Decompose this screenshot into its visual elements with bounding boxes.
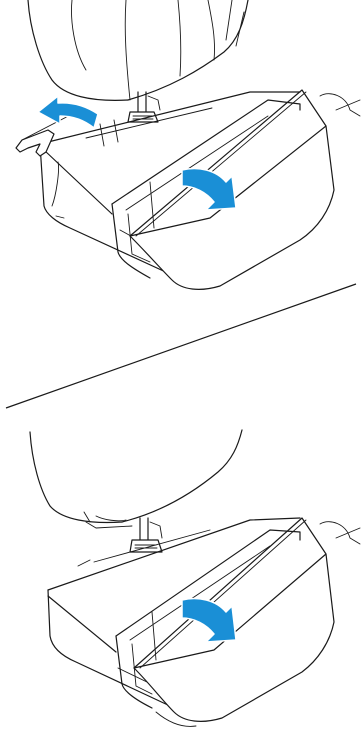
lift-arrow-icon bbox=[37, 95, 99, 129]
open-arrow-icon bbox=[181, 167, 237, 211]
open-arrow-bottom-icon bbox=[181, 597, 237, 643]
panel-separator bbox=[5, 283, 357, 409]
machine-bed-top bbox=[39, 91, 301, 279]
machine-head-bottom bbox=[29, 429, 243, 529]
presser-foot-top bbox=[127, 91, 161, 123]
accessory-lid-bottom bbox=[133, 517, 361, 722]
accessory-lid-top bbox=[129, 89, 361, 290]
bottom-panel bbox=[29, 429, 361, 727]
top-panel bbox=[15, 0, 361, 290]
machine-head-top bbox=[27, 0, 249, 101]
presser-foot-bottom bbox=[129, 517, 163, 553]
